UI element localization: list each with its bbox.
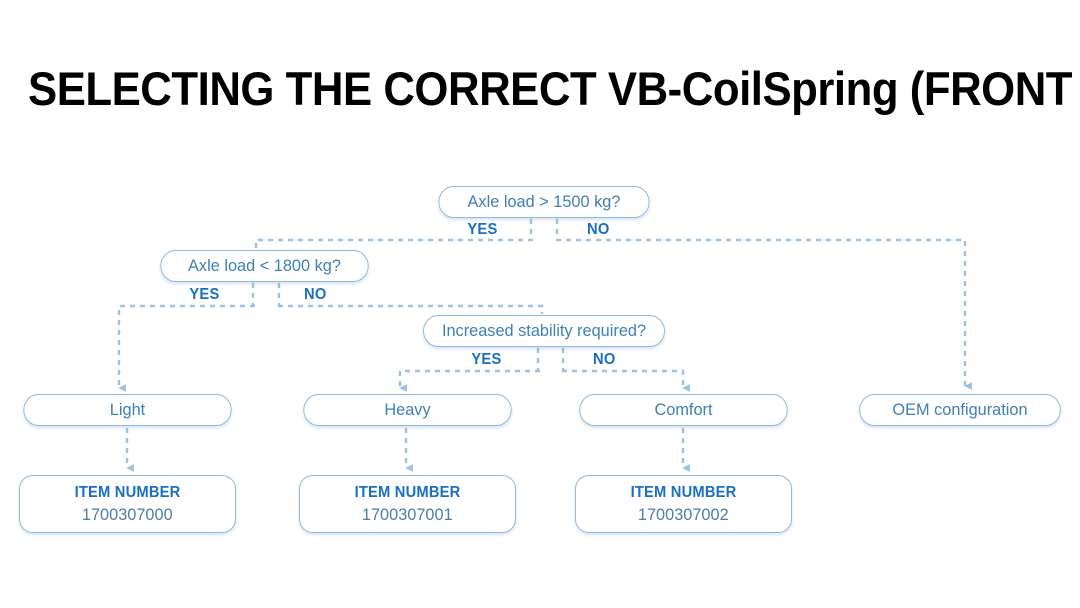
edge-d1-yes-to-d2	[254, 238, 533, 249]
outcome-label: OEM configuration	[892, 400, 1028, 419]
outcome-label: Light	[109, 400, 146, 419]
branch-label-d2-yes: YES	[189, 286, 220, 303]
item-number-label: ITEM NUMBER	[630, 483, 737, 501]
decision-label: Axle load > 1500 kg?	[467, 192, 621, 211]
item-number-value: 1700307000	[82, 504, 173, 524]
edge-d2-yes-to-light	[117, 304, 255, 392]
outcome-label: Heavy	[384, 400, 431, 419]
branch-label-d1-yes: YES	[467, 221, 498, 238]
decision-node-increased-stability[interactable]: Increased stability required?	[423, 315, 665, 347]
edge-d3-yes-to-heavy	[398, 369, 540, 392]
outcome-node-comfort[interactable]: Comfort	[579, 394, 788, 426]
decision-label: Increased stability required?	[441, 321, 647, 340]
decision-node-axle-load-1500[interactable]: Axle load > 1500 kg?	[438, 186, 650, 218]
edge-d2-no-to-d3	[278, 304, 544, 314]
item-number-card-comfort[interactable]: ITEM NUMBER 1700307002	[575, 475, 792, 533]
branch-label-d1-no: NO	[586, 221, 610, 238]
outcome-label: Comfort	[654, 400, 713, 419]
item-number-value: 1700307002	[638, 504, 729, 524]
item-number-label: ITEM NUMBER	[74, 483, 181, 501]
edge-d1-no-to-oem	[556, 238, 972, 390]
item-number-card-heavy[interactable]: ITEM NUMBER 1700307001	[299, 475, 516, 533]
edge-d3-no-to-comfort	[562, 369, 690, 392]
branch-label-d2-no: NO	[303, 286, 327, 303]
branch-label-d3-yes: YES	[471, 351, 502, 368]
outcome-node-heavy[interactable]: Heavy	[303, 394, 512, 426]
page-title: SELECTING THE CORRECT VB-CoilSpring (FRO…	[28, 62, 1080, 115]
outcome-node-light[interactable]: Light	[23, 394, 232, 426]
branch-label-d3-no: NO	[592, 351, 616, 368]
outcome-node-oem-configuration[interactable]: OEM configuration	[859, 394, 1061, 426]
item-number-card-light[interactable]: ITEM NUMBER 1700307000	[19, 475, 236, 533]
decision-node-axle-load-1800[interactable]: Axle load < 1800 kg?	[160, 250, 369, 282]
decision-label: Axle load < 1800 kg?	[188, 256, 341, 275]
item-number-value: 1700307001	[362, 504, 453, 524]
item-number-label: ITEM NUMBER	[354, 483, 461, 501]
